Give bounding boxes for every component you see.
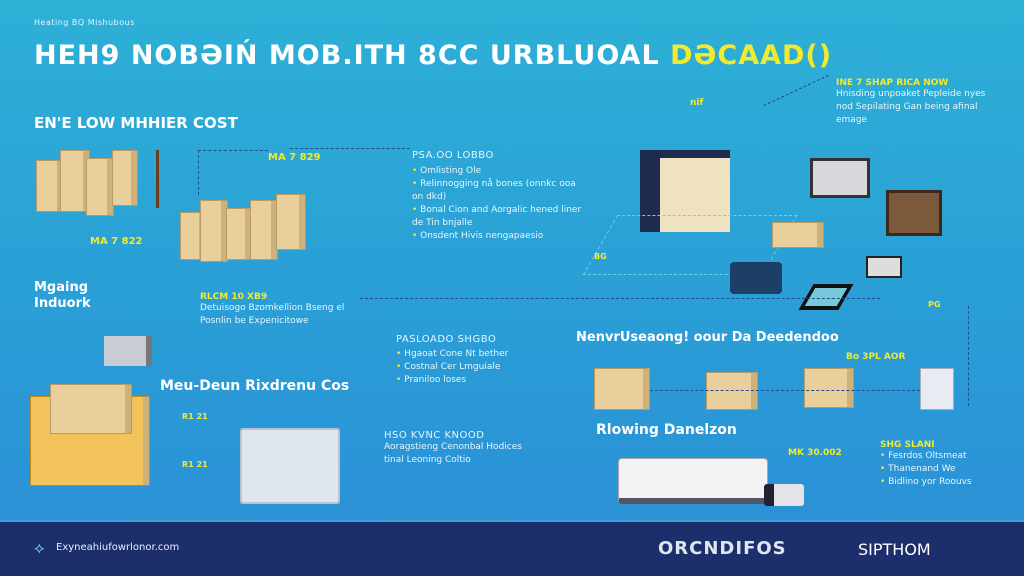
low-cost-title: EN'E LOW MHHIER COST bbox=[34, 114, 238, 132]
mid-left-heading: RLCM 10 XB9 bbox=[200, 292, 268, 302]
partner-logo-1: ORCNDIFOS bbox=[658, 538, 787, 559]
bottom-right-note: SHG SLANI Fesrdos Oltsmeat Thanenand We … bbox=[880, 440, 1020, 489]
right-mid-value: Bo 3PL AOR bbox=[846, 352, 906, 362]
mid-left-note: RLCM 10 XB9 Detuisogo Bzomkellion Bseng … bbox=[200, 292, 350, 328]
value-left: MA 7 822 bbox=[90, 236, 143, 247]
warehouse-1 bbox=[594, 368, 650, 410]
top-right-tag: nif bbox=[690, 98, 704, 108]
list-item: Onsdent Hivis nengapaesio bbox=[412, 230, 582, 243]
list-item: Fesrdos Oltsmeat bbox=[880, 450, 1020, 463]
boxes-on-pallet bbox=[50, 384, 132, 434]
list-item: Hgaoat Cone Nt bether bbox=[396, 348, 546, 361]
right-tag: BG bbox=[594, 252, 607, 261]
list-item: Bidlino yor Roouvs bbox=[880, 476, 1020, 489]
warehouse-3 bbox=[804, 368, 854, 408]
page-title: HEH9 NOBƏIŃ MOB.ITH 8CC URBLUOAL DƏCAAD(… bbox=[34, 40, 832, 71]
list-item: Relinnogging nå bones (onnkc ooa on dkd) bbox=[412, 178, 582, 204]
bottom-center-note: HSO KVNC KNOOD Aoragstieng Cenonbal Hodi… bbox=[384, 430, 534, 467]
kicker: Heating BQ Mishubous bbox=[34, 18, 135, 27]
tag-2: R1 21 bbox=[182, 460, 208, 469]
van-illustration bbox=[764, 484, 804, 506]
warehouse-2 bbox=[706, 372, 758, 410]
top-right-heading: INE 7 SHAP RICA NOW bbox=[836, 78, 949, 88]
bottom-center-text: Aoragstieng Cenonbal Hodices tinal Leoni… bbox=[384, 442, 522, 465]
machine-icon bbox=[104, 336, 152, 366]
mid-left-text: Detuisogo Bzomkellion Bseng el Posnlin b… bbox=[200, 303, 345, 326]
top-list: PSA.OO LOBBO Omlisting Ole Relinnogging … bbox=[412, 150, 582, 243]
mid-list-heading: PASLOADO SHGBO bbox=[396, 334, 497, 345]
right-mid-title: NenvrUseaong! oour Da Deedendoo bbox=[576, 330, 839, 345]
office-building bbox=[920, 368, 954, 410]
list-item: Bonal Cion and Aorgalic hened liner de T… bbox=[412, 204, 582, 230]
list-item: Thanenand We bbox=[880, 463, 1020, 476]
footer: ⟡ Exyneahiufowrlonor.com ORCNDIFOS SIPTH… bbox=[0, 520, 1024, 576]
factory-illustration bbox=[240, 428, 340, 504]
title-highlight: DƏCAAD() bbox=[670, 40, 833, 71]
list-item: Praniloo loses bbox=[396, 374, 546, 387]
tag-1: R1 21 bbox=[182, 412, 208, 421]
value-mid: MA 7 829 bbox=[268, 152, 321, 163]
list-item: Costnal Cer Lmguiale bbox=[396, 361, 546, 374]
flow-title: Rlowing Danelzon bbox=[596, 422, 737, 438]
mid-center-title: Meu-Deun Rixdrenu Cos bbox=[160, 378, 350, 394]
top-list-heading: PSA.OO LOBBO bbox=[412, 150, 494, 161]
mid-list: PASLOADO SHGBO Hgaoat Cone Nt bether Cos… bbox=[396, 334, 546, 387]
top-right-text: Hnisding unpoaket Pepleide nyes nod Sepi… bbox=[836, 89, 986, 125]
bottom-center-heading: HSO KVNC KNOOD bbox=[384, 430, 485, 441]
making-title: Mgaing Induork bbox=[34, 280, 91, 311]
partner-logo-2: SIPTHOM bbox=[858, 540, 931, 559]
globe-logo-icon: ⟡ bbox=[34, 538, 45, 557]
bottom-right-heading: SHG SLANI bbox=[880, 440, 935, 450]
top-right-note: INE 7 SHAP RICA NOW Hnisding unpoaket Pe… bbox=[836, 78, 986, 127]
title-main: HEH9 NOBƏIŃ MOB.ITH 8CC URBLUOAL bbox=[34, 40, 660, 71]
right-tag-small: PG bbox=[928, 300, 941, 309]
website-link[interactable]: Exyneahiufowrlonor.com bbox=[56, 542, 180, 553]
truck-illustration bbox=[618, 458, 768, 504]
flow-value: MK 30.002 bbox=[788, 448, 842, 458]
list-item: Omlisting Ole bbox=[412, 165, 582, 178]
